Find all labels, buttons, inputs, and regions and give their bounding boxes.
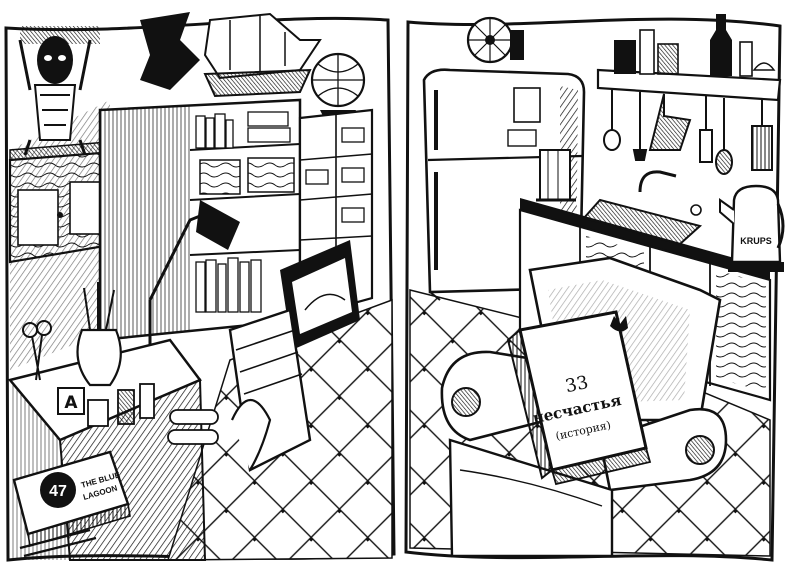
paper-rolls [167, 409, 219, 445]
left-panel: A 47 THE BLUE LAGOON [4, 12, 396, 562]
ink-bottle [117, 389, 135, 425]
kettle-icon: KRUPS [719, 184, 785, 272]
label-a: A [64, 393, 78, 413]
book-number: 47 [49, 483, 67, 500]
cat-icon [610, 316, 628, 332]
totem-mask-icon [18, 26, 100, 156]
magazine-rack [228, 308, 312, 472]
ship-model-icon [140, 12, 322, 98]
fan-icon [466, 16, 524, 64]
armchair-icon [440, 256, 728, 558]
brush-vase [76, 282, 122, 387]
wall-cabinet-left [8, 139, 142, 264]
pencils [19, 528, 97, 558]
chair-book-number: 33 [563, 372, 590, 397]
paint-jar [87, 399, 109, 427]
right-panel: KRUPS 33 несчастья (история) [404, 14, 785, 562]
chair-book: 33 несчастья (история) [506, 310, 652, 486]
picture-frame [280, 240, 360, 350]
paper-towel [536, 149, 576, 202]
label-a-card: A [57, 387, 85, 415]
book-row [195, 111, 291, 313]
sink-icon [582, 170, 703, 246]
hanging-utensils [603, 90, 773, 175]
scissors-icon [22, 320, 52, 381]
spice-shelf [596, 14, 782, 102]
kettle-brand: KRUPS [740, 236, 772, 246]
blue-lagoon-book: 47 THE BLUE LAGOON [12, 450, 131, 548]
paint-tube [139, 383, 155, 419]
